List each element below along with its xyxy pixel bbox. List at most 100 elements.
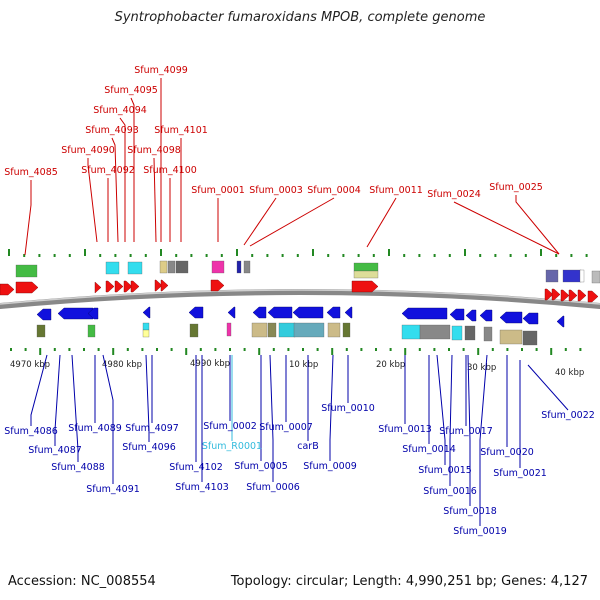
scale-label: 20 kbp (376, 360, 405, 370)
gene-track (0, 260, 600, 346)
genome-summary: Topology: circular; Length: 4,990,251 bp… (230, 574, 588, 589)
feature-box (175, 260, 189, 274)
reverse-gene-label: Sfum_4102 (169, 462, 223, 473)
bottom-tick (477, 348, 480, 355)
forward-leader-line (243, 197, 277, 246)
reverse-gene-label: Sfum_4086 (4, 426, 58, 437)
reverse-leader-line (329, 354, 334, 461)
bottom-tick (462, 348, 465, 351)
bottom-tick (579, 348, 582, 351)
top-tick (464, 249, 466, 256)
bottom-tick (170, 348, 173, 351)
reverse-gene (326, 306, 341, 319)
forward-gene-label: Sfum_0011 (369, 185, 423, 196)
feature-box (579, 269, 585, 283)
reverse-gene-label: Sfum_0020 (480, 447, 534, 458)
forward-leader-line (249, 197, 335, 247)
top-tick (296, 254, 299, 257)
feature-box (267, 322, 277, 338)
bottom-tick (360, 348, 363, 351)
reverse-gene (522, 312, 539, 325)
forward-gene (351, 280, 379, 293)
forward-gene (587, 290, 599, 303)
feature-box (127, 261, 143, 275)
axis-line (0, 289, 600, 309)
reverse-gene-label: Sfum_0013 (378, 424, 432, 435)
scale-label: 4990 kbp (190, 359, 230, 369)
bottom-tick (53, 348, 56, 351)
bottom-tick (418, 348, 421, 351)
feature-box (189, 323, 199, 338)
bottom-tick (550, 348, 553, 355)
reverse-gene (188, 306, 204, 319)
top-tick (433, 254, 436, 257)
bottom-tick (331, 348, 334, 355)
top-tick (220, 254, 223, 257)
reverse-gene-label: Sfum_0022 (541, 410, 595, 421)
bottom-tick (141, 348, 144, 351)
reverse-gene (292, 306, 324, 319)
forward-gene (130, 280, 140, 293)
reverse-gene (87, 307, 99, 320)
top-tick (585, 254, 588, 257)
scale-label: 10 kbp (289, 360, 318, 370)
reverse-gene (142, 306, 151, 319)
accession-label: Accession: (8, 574, 77, 589)
reverse-leader-line (449, 354, 453, 486)
forward-gene-label: Sfum_4090 (61, 145, 115, 156)
feature-box (464, 325, 476, 341)
bottom-tick (404, 348, 407, 355)
reverse-gene-label: Sfum_0009 (303, 461, 357, 472)
feature-box (251, 322, 268, 338)
top-tick (403, 254, 406, 257)
map-title: Syntrophobacter fumaroxidans MPOB, compl… (114, 10, 486, 25)
top-tick (251, 254, 254, 257)
bottom-tick (506, 348, 509, 351)
reverse-gene (227, 306, 236, 319)
bottom-tick (112, 348, 115, 355)
accession-info: Accession: NC_008554 (8, 574, 156, 589)
feature-box (293, 322, 325, 338)
top-tick (281, 254, 284, 257)
bottom-tick (243, 348, 246, 351)
top-tick (68, 254, 71, 257)
bottom-tick (521, 348, 523, 351)
top-tick (190, 254, 193, 257)
top-tick (327, 254, 330, 257)
reverse-leader-line (269, 354, 274, 482)
feature-box (451, 325, 463, 341)
forward-gene-label: Sfum_0024 (427, 189, 481, 200)
feature-box (142, 329, 150, 338)
reverse-gene-label: Sfum_4103 (175, 482, 229, 493)
reverse-gene-label: Sfum_4088 (51, 462, 105, 473)
bottom-tick (39, 348, 42, 355)
forward-gene-label: Sfum_4095 (104, 85, 158, 96)
reverse-gene (267, 306, 293, 319)
top-tick (357, 254, 360, 257)
forward-gene-label: Sfum_4101 (154, 125, 208, 136)
reverse-leader-line (467, 354, 471, 506)
reverse-leader-line (145, 354, 150, 442)
feature-box (236, 260, 242, 274)
forward-gene (15, 281, 39, 294)
bottom-tick (185, 348, 188, 355)
accession-value: NC_008554 (80, 574, 156, 589)
forward-gene (568, 289, 578, 302)
top-tick (524, 254, 527, 257)
bottom-tick (389, 348, 392, 351)
top-tick (129, 254, 132, 257)
feature-box (353, 262, 379, 272)
top-tick (84, 249, 86, 256)
genome-axis (0, 289, 600, 309)
forward-gene (0, 283, 15, 296)
reverse-gene-label: Sfum_0002 (203, 421, 257, 432)
bottom-tick (258, 348, 261, 355)
bottom-tick (535, 348, 538, 351)
bottom-tick (199, 348, 202, 351)
forward-gene (551, 288, 561, 301)
reverse-leader-line (30, 354, 48, 426)
feature-box (87, 324, 96, 338)
forward-gene-label: Sfum_0001 (191, 185, 245, 196)
forward-gene-label: Sfum_4099 (134, 65, 188, 76)
reverse-gene (252, 306, 267, 319)
